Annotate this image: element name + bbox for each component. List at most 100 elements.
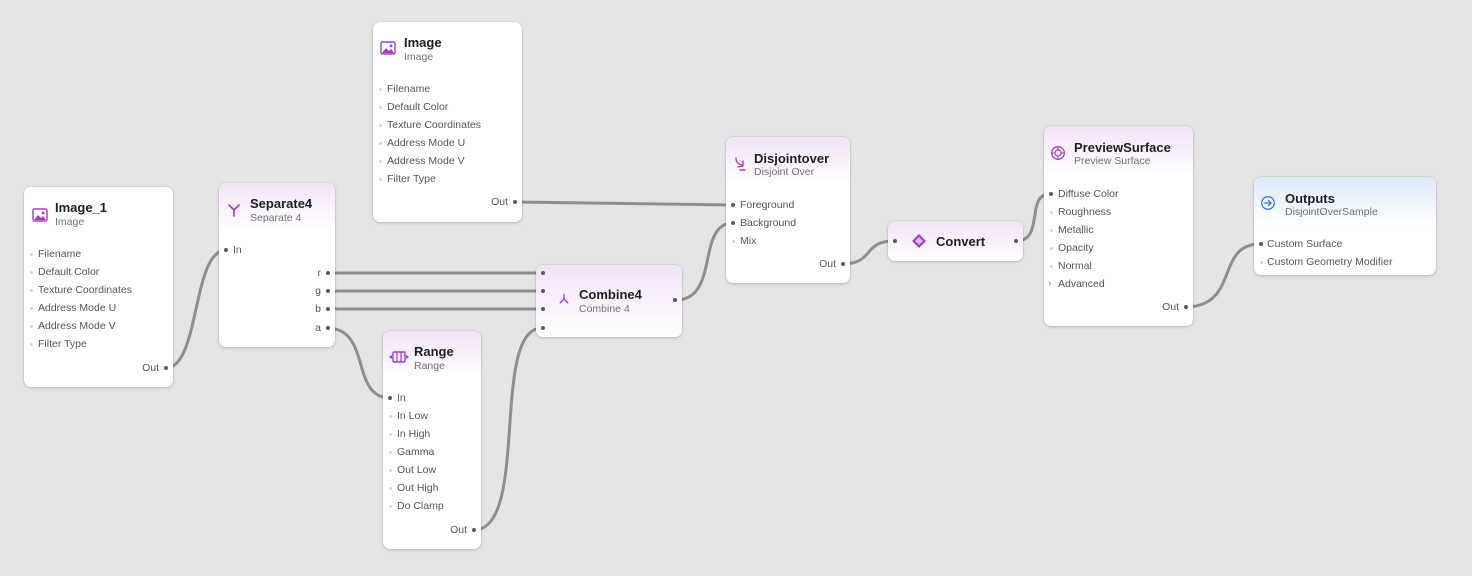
input-port-address-mode-u[interactable]: Address Mode U [38,302,117,314]
output-socket[interactable] [326,289,330,293]
node-title: Image [404,35,442,50]
input-port-default-color[interactable]: Default Color [38,266,100,278]
input-port-address-mode-u[interactable]: Address Mode U [387,137,466,149]
diamond-icon [912,234,926,248]
output-socket[interactable] [326,271,330,275]
input-socket[interactable] [893,239,897,243]
node-subtitle: Image [404,51,434,63]
node-subtitle: Image [55,216,85,228]
input-port-in[interactable]: In [233,244,242,256]
input-socket[interactable] [224,248,228,252]
input-port-filename[interactable]: Filename [387,83,431,95]
output-port-r[interactable]: r [317,267,322,279]
wire-previewsurface-to-outputs [1183,242,1262,309]
node-title: Separate4 [250,196,313,211]
node-image[interactable]: Image Image Filename Default Color Textu… [373,22,522,222]
input-port-gamma[interactable]: Gamma [397,446,435,458]
input-port-in[interactable]: In [397,392,406,404]
input-port-custom-surface[interactable]: Custom Surface [1267,238,1343,250]
input-socket[interactable] [541,326,545,330]
node-title: Disjointover [754,151,830,166]
disjoint-over-icon [735,157,746,171]
input-port-out-high[interactable]: Out High [397,482,439,494]
output-port-out[interactable]: Out [491,196,508,208]
input-port-do-clamp[interactable]: Do Clamp [397,500,444,512]
node-title: Image_1 [55,200,108,215]
surface-icon [1051,146,1065,160]
output-port-out[interactable]: Out [1162,301,1179,313]
input-socket[interactable] [1259,242,1263,246]
input-port-mix[interactable]: Mix [740,235,757,247]
input-socket[interactable] [731,203,735,207]
input-port-foreground[interactable]: Foreground [740,199,795,211]
output-port-out[interactable]: Out [142,362,159,374]
image-icon [32,208,48,222]
input-port-background[interactable]: Background [740,217,797,229]
output-socket[interactable] [164,366,168,370]
node-subtitle: Range [414,360,445,372]
input-port-diffuse-color[interactable]: Diffuse Color [1058,188,1119,200]
node-combine4[interactable]: Combine4 Combine 4 [536,265,682,337]
output-socket[interactable] [472,528,476,532]
input-port-address-mode-v[interactable]: Address Mode V [38,320,116,332]
output-socket[interactable] [326,326,330,330]
node-range[interactable]: Range Range In In Low In High Gamma Out … [383,331,481,549]
wire-image1-to-separate4 [164,248,228,370]
input-socket[interactable] [388,396,392,400]
input-socket[interactable] [1049,192,1053,196]
wire-range-to-combine4 [472,326,544,532]
input-port-roughness[interactable]: Roughness [1058,206,1112,218]
input-port-custom-geometry-modifier[interactable]: Custom Geometry Modifier [1267,256,1393,268]
input-port-filter-type[interactable]: Filter Type [38,338,87,350]
input-socket[interactable] [541,289,545,293]
node-subtitle: Separate 4 [250,212,302,224]
output-socket[interactable] [326,307,330,311]
input-port-address-mode-v[interactable]: Address Mode V [387,155,465,167]
node-convert[interactable]: Convert [888,221,1023,261]
node-subtitle: Disjoint Over [754,166,815,178]
image-icon [380,41,396,55]
wire-separate4-a-to-range [325,326,392,400]
output-port-a[interactable]: a [315,322,321,334]
input-socket[interactable] [541,271,545,275]
input-port-out-low[interactable]: Out Low [397,464,437,476]
output-socket[interactable] [673,298,677,302]
wire-combine4-to-disjointover [674,221,735,302]
range-icon [389,351,409,363]
input-port-texture-coordinates[interactable]: Texture Coordinates [38,284,132,296]
node-separate4[interactable]: Separate4 Separate 4 In r g b a [219,183,335,347]
output-port-b[interactable]: b [315,303,321,315]
node-subtitle: DisjointOverSample [1285,206,1378,218]
input-port-filter-type[interactable]: Filter Type [387,173,436,185]
input-port-metallic[interactable]: Metallic [1058,224,1094,236]
input-port-texture-coordinates[interactable]: Texture Coordinates [387,119,481,131]
node-previewsurface[interactable]: PreviewSurface Preview Surface Diffuse C… [1044,126,1193,326]
node-outputs[interactable]: Outputs DisjointOverSample Custom Surfac… [1254,177,1436,275]
input-socket[interactable] [731,221,735,225]
input-port-normal[interactable]: Normal [1058,260,1092,272]
wire-image-to-disjointover [513,200,735,207]
node-disjointover[interactable]: Disjointover Disjoint Over Foreground Ba… [726,137,850,283]
node-title: Combine4 [579,287,642,302]
merge-icon [559,293,569,304]
output-port-g[interactable]: g [315,285,321,297]
node-image-1[interactable]: Image_1 Image Filename Default Color Tex… [24,187,173,387]
output-socket[interactable] [513,200,517,204]
input-port-in-low[interactable]: In Low [397,410,428,422]
input-port-in-high[interactable]: In High [397,428,431,440]
advanced-toggle[interactable]: Advanced [1058,278,1105,290]
output-port-out[interactable]: Out [450,524,467,536]
input-port-opacity[interactable]: Opacity [1058,242,1094,254]
input-socket[interactable] [541,307,545,311]
node-subtitle: Combine 4 [579,303,630,315]
output-socket[interactable] [1014,239,1018,243]
output-port-out[interactable]: Out [819,258,836,270]
output-arrow-icon [1261,196,1275,210]
chevron-right-icon[interactable]: › [1048,278,1052,289]
output-socket[interactable] [841,262,845,266]
input-port-default-color[interactable]: Default Color [387,101,449,113]
input-port-filename[interactable]: Filename [38,248,82,260]
node-title: Convert [936,234,986,249]
output-socket[interactable] [1184,305,1188,309]
node-title: Range [414,344,454,359]
